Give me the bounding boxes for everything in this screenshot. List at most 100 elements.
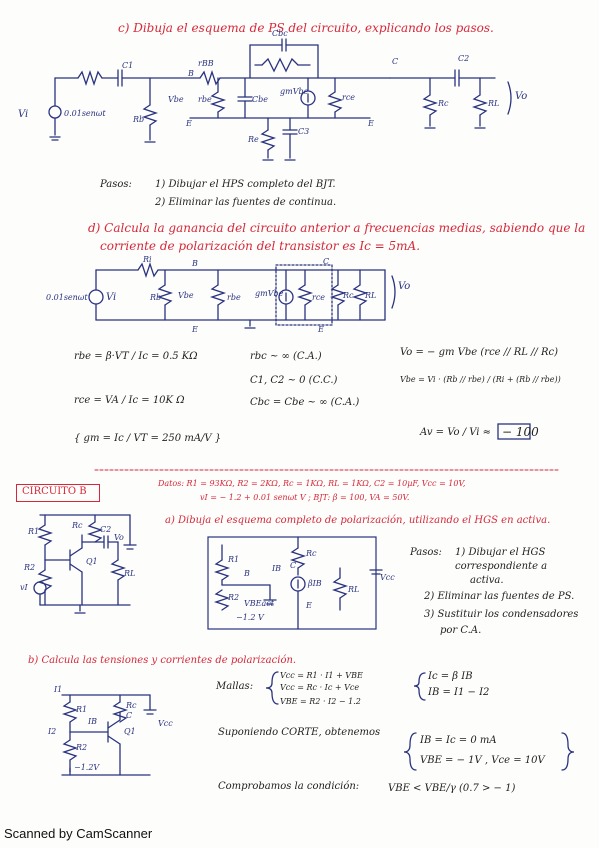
bias-circuit-b: [61, 694, 157, 776]
eq-rbe: rbe = β·VT / Ic = 0.5 KΩ: [74, 351, 198, 362]
label-source: 0.01senωt: [64, 109, 106, 118]
malla-2: Vcc = Rc · Ic + Vce: [280, 683, 360, 692]
cb-label-c2: C2: [100, 525, 112, 534]
cb-label-vo: Vo: [114, 533, 124, 542]
datos-line-1: Datos: R1 = 93KΩ, R2 = 2KΩ, Rc = 1KΩ, RL…: [158, 479, 466, 488]
result-boxes: [265, 423, 575, 771]
b-label-r2: R2: [76, 743, 88, 752]
d-label-vo: Vo: [398, 281, 411, 292]
malla-1: Vcc = R1 · I1 + VBE: [280, 671, 363, 680]
kirchhoff-1: Ic = β IB: [428, 671, 473, 682]
cb-label-r2: R2: [24, 563, 36, 572]
eq-c1c2: C1, C2 ~ 0 (C.C.): [250, 375, 338, 386]
label-c2: C2: [458, 54, 470, 63]
circuit-b-title-box: [16, 484, 100, 502]
label-rb: Rb: [133, 115, 145, 124]
cb-label-rl: RL: [124, 569, 136, 578]
label-c-node: C: [392, 57, 399, 66]
label-gmvbe: gmVbe: [280, 87, 309, 96]
malla-3: VBE = R2 · I2 − 1.2: [280, 697, 361, 706]
step-a-1b: correspondiente a: [455, 561, 548, 572]
section-a-heading: a) Dibuja el esquema completo de polariz…: [165, 515, 551, 526]
condition-text: VBE < VBE/γ (0.7 > − 1): [388, 783, 516, 794]
step-a-1c: activa.: [470, 575, 504, 586]
a-label-bib: βIB: [308, 579, 322, 588]
a-label-c: C: [290, 561, 297, 570]
d-label-gmvbe: gmVbe: [255, 289, 284, 298]
label-rbe: rbe: [198, 95, 212, 104]
step-a-3: 3) Sustituir los condensadores: [424, 609, 579, 620]
eq-vbe: Vbe = Vi · (Rb // rbe) / (Ri + (Rb // rb…: [400, 375, 561, 384]
a-label-vcc: Vcc: [380, 573, 395, 582]
step-c-1: 1) Dibujar el HPS completo del BJT.: [155, 179, 336, 190]
b-label-rc: Rc: [126, 701, 137, 710]
steps-label-a: Pasos:: [410, 547, 442, 558]
a-label-r2: R2: [228, 593, 240, 602]
d-label-rce: rce: [312, 293, 326, 302]
a-label-minus12: −1.2 V: [236, 613, 264, 622]
label-re: Re: [248, 135, 259, 144]
d-label-ri: Ri: [143, 255, 152, 264]
kirchhoff-2: IB = I1 − I2: [428, 687, 490, 698]
cb-label-rc: Rc: [72, 521, 83, 530]
cb-label-r1: R1: [28, 527, 40, 536]
eq-rbc: rbc ~ ∞ (C.A.): [250, 351, 322, 362]
cb-label-vi: vI: [20, 583, 28, 592]
eq-cbc: Cbc = Cbe ~ ∞ (C.A.): [250, 397, 360, 408]
eq-gm: { gm = Ic / VT = 250 mA/V }: [74, 433, 222, 444]
label-rce: rce: [342, 93, 356, 102]
d-label-vbe: Vbe: [178, 291, 194, 300]
a-label-vbeact: VBEact: [244, 599, 274, 608]
ps-circuit-d: [88, 261, 396, 329]
a-label-ib: IB: [272, 564, 282, 573]
d-label-rl: RL: [365, 291, 377, 300]
datos-line-2: vI = − 1.2 + 0.01 senωt V ; BJT: β = 100…: [200, 493, 410, 502]
label-vo: Vo: [515, 91, 528, 102]
d-label-e1: E: [192, 325, 198, 334]
result-2: VBE = − 1V , Vce = 10V: [420, 755, 545, 766]
b-label-minus12: −1.2V: [74, 763, 100, 772]
scanner-footer: Scanned by CamScanner: [4, 826, 153, 841]
b-label-vcc: Vcc: [158, 719, 173, 728]
b-label-r1: R1: [76, 705, 88, 714]
a-label-rl: RL: [348, 585, 360, 594]
label-e-left: E: [186, 119, 192, 128]
label-b: B: [188, 69, 194, 78]
section-b-heading: b) Calcula las tensiones y corrientes de…: [28, 655, 297, 666]
section-c-heading: c) Dibuja el esquema de PS del circuito,…: [118, 21, 494, 35]
a-label-rc: Rc: [306, 549, 317, 558]
result-1: IB = Ic = 0 mA: [420, 735, 497, 746]
label-vbe: Vbe: [168, 95, 184, 104]
b-label-i1: I1: [54, 685, 63, 694]
d-label-c: C: [323, 257, 330, 266]
label-e-right: E: [368, 119, 374, 128]
comprobamos-text: Comprobamos la condición:: [218, 781, 360, 792]
d-label-b: B: [192, 259, 198, 268]
ps-circuit-c: [48, 38, 512, 161]
bias-scheme-a: [207, 536, 383, 630]
d-label-rbe: rbe: [227, 293, 241, 302]
a-label-b: B: [244, 569, 250, 578]
label-rc: Rc: [438, 99, 449, 108]
suponiendo-text: Suponiendo CORTE, obtenemos: [218, 727, 381, 738]
label-vi: Vi: [18, 109, 29, 120]
section-d-heading-2: corriente de polarización del transistor…: [100, 239, 421, 253]
d-label-rb: Rb: [150, 293, 162, 302]
circuit-b-schematic: [33, 514, 137, 614]
b-label-q1: Q1: [124, 727, 136, 736]
label-rbb: rBB: [198, 59, 214, 68]
circuit-b-title: CIRCUITO B: [22, 486, 87, 497]
b-label-c: C: [126, 711, 133, 720]
d-label-vi: Vi: [106, 292, 117, 303]
b-label-ib: IB: [88, 717, 98, 726]
step-a-1: 1) Dibujar el HGS: [455, 547, 546, 558]
step-a-2: 2) Eliminar las fuentes de PS.: [424, 591, 575, 602]
av-result: − 100: [502, 425, 539, 439]
a-label-e: E: [306, 601, 312, 610]
cb-label-q1: Q1: [86, 557, 98, 566]
eq-rce: rce = VA / Ic = 10K Ω: [74, 395, 185, 406]
eq-av: Av = Vo / Vi ≈: [420, 427, 492, 438]
step-c-2: 2) Eliminar las fuentes de continua.: [155, 197, 337, 208]
mallas-label: Mallas:: [216, 681, 254, 692]
